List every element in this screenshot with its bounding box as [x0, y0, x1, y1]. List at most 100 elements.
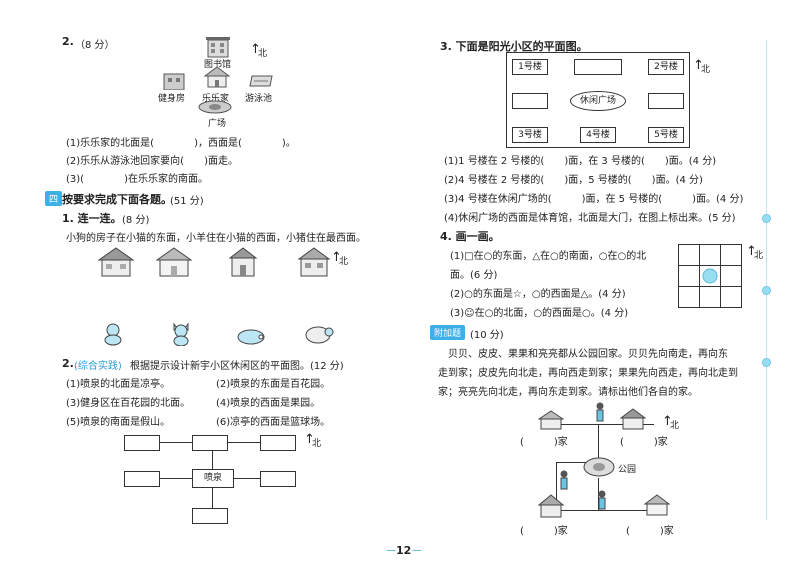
blank-box[interactable] — [192, 508, 228, 524]
margin-dot — [762, 286, 771, 295]
home-label-1[interactable]: ( )家 — [520, 437, 568, 448]
connector-line — [226, 478, 266, 479]
north-arrow-icon: ↑ — [331, 250, 342, 265]
q4-item-2: (2)○的东面是☆，○的西面是△。(4 分) — [450, 289, 626, 300]
page-number-dash: — — [386, 545, 396, 556]
gym-label: 健身房 — [158, 94, 186, 104]
child-icon — [560, 470, 568, 490]
pig-icon — [237, 329, 265, 345]
park-label: 公园 — [618, 465, 637, 475]
north-label: 北 — [670, 421, 680, 431]
house-icon — [98, 247, 134, 277]
q2b-text: 根据提示设计新宇小区休闲区的平面图。(12 分) — [130, 361, 344, 372]
house-icon — [538, 410, 564, 430]
q4-header: 4. 画一画。 — [440, 230, 500, 243]
bonus-text-3: 家；亮亮先向北走，再向东走到家。请标出他们各自的家。 — [438, 387, 698, 398]
page-number-dash: — — [412, 545, 422, 556]
connector-line — [158, 442, 198, 443]
child-icon — [598, 490, 606, 510]
leisure-plaza: 休闲广场 — [570, 91, 626, 111]
north-label: 北 — [339, 257, 349, 267]
q1-text: 小狗的房子在小猫的东面，小羊住在小猫的西面，小猪住在最西面。 — [66, 233, 366, 244]
building-2: 2号楼 — [648, 59, 684, 75]
clue-2: (2)喷泉的东面是百花园。 — [216, 379, 331, 390]
north-label: 北 — [701, 65, 711, 75]
dog-icon — [104, 323, 122, 346]
blank-box[interactable] — [192, 435, 228, 451]
north-label: 北 — [312, 439, 322, 449]
house-icon — [620, 408, 646, 430]
q1-header: 1. 连一连。 — [62, 212, 122, 225]
blank-box[interactable] — [648, 93, 684, 109]
practice-tag: (综合实践) — [74, 361, 122, 372]
gym-icon — [163, 73, 185, 90]
home-label-2[interactable]: ( )家 — [620, 437, 668, 448]
q3-header: 3. 下面是阳光小区的平面图。 — [440, 40, 588, 53]
blank-box[interactable] — [124, 435, 160, 451]
blank-box[interactable] — [124, 471, 160, 487]
blank-box[interactable] — [512, 93, 548, 109]
clue-3: (3)健身区在百花园的北面。 — [66, 398, 191, 409]
path-line — [598, 510, 648, 511]
bonus-badge: 附加题 — [430, 325, 466, 340]
house-icon — [644, 494, 670, 516]
building-5: 5号楼 — [648, 127, 684, 143]
q1-score: (8 分) — [122, 215, 150, 226]
clue-1: (1)喷泉的北面是凉亭。 — [66, 379, 171, 390]
house-icon — [156, 247, 192, 277]
path-line — [556, 424, 654, 425]
child-icon — [596, 402, 604, 422]
q3-item-1: (1)1 号楼在 2 号楼的( )面，在 3 号楼的( )面。(4 分) — [444, 156, 717, 167]
connector-line — [212, 486, 213, 508]
clue-5: (5)喷泉的南面是假山。 — [66, 417, 171, 428]
section-score: (51 分) — [170, 196, 204, 207]
page-number: 12 — [396, 544, 412, 557]
bonus-score: (10 分) — [470, 330, 504, 341]
blank-box[interactable] — [260, 471, 296, 487]
q2-score: （8 分） — [75, 40, 115, 51]
building-1: 1号楼 — [512, 59, 548, 75]
blank-box[interactable] — [574, 59, 622, 75]
bonus-text-2: 走到家；皮皮先向北走，再向西走到家；果果先向西走，再向北走到 — [438, 368, 738, 379]
house-icon — [228, 247, 258, 277]
fountain-box: 喷泉 — [192, 469, 234, 488]
north-arrow-icon: ↑ — [662, 414, 673, 429]
q3-item-4: (4)休闲广场的西面是体育馆，北面是大门，在图上标出来。(5 分) — [444, 213, 736, 224]
home-label-3[interactable]: ( )家 — [520, 526, 568, 537]
path-line — [598, 424, 599, 462]
north-label: 北 — [754, 251, 764, 261]
square-icon — [198, 100, 232, 114]
library-label: 图书馆 — [204, 60, 232, 70]
connector-line — [212, 449, 213, 471]
house-icon — [538, 494, 564, 518]
q4-item-3: (3)☺在○的北面，○的西面是○。(4 分) — [450, 308, 629, 319]
margin-dot — [762, 358, 771, 367]
section-number-badge: 四 — [45, 191, 63, 206]
clue-4: (4)喷泉的西面是果园。 — [216, 398, 321, 409]
square-label: 广场 — [208, 119, 227, 129]
margin-line — [766, 40, 767, 520]
clue-6: (6)凉亭的西面是篮球场。 — [216, 417, 331, 428]
pool-label: 游泳池 — [245, 94, 273, 104]
north-label: 北 — [258, 49, 268, 59]
sheep-icon — [305, 326, 334, 344]
q3-item-3: (3)4 号楼在休闲广场的( )面，在 5 号楼的( )面。(4 分) — [444, 194, 744, 205]
building-3: 3号楼 — [512, 127, 548, 143]
path-line — [556, 462, 557, 510]
q2-item-3: (3)( )在乐乐家的南面。 — [66, 174, 208, 185]
blank-box[interactable] — [260, 435, 296, 451]
connector-line — [226, 442, 266, 443]
margin-dot — [762, 214, 771, 223]
drawing-grid[interactable] — [678, 244, 742, 308]
q4-item-1-cont: 面。(6 分) — [450, 270, 498, 281]
house-icon — [204, 66, 230, 88]
north-arrow-icon: ↑ — [304, 432, 315, 447]
home-label-4[interactable]: ( )家 — [626, 526, 674, 537]
building-4: 4号楼 — [580, 127, 616, 143]
section-title: 按要求完成下面各题。 — [62, 193, 172, 206]
q2-number: 2. — [62, 35, 74, 48]
bonus-text-1: 贝贝、皮皮、果果和亮亮都从公园回家。贝贝先向南走，再向东 — [448, 349, 728, 360]
park-icon — [583, 457, 615, 477]
q3-item-2: (2)4 号楼在 2 号楼的( )面，5 号楼的( )面。(4 分) — [444, 175, 703, 186]
north-arrow-icon: ↑ — [250, 42, 261, 57]
